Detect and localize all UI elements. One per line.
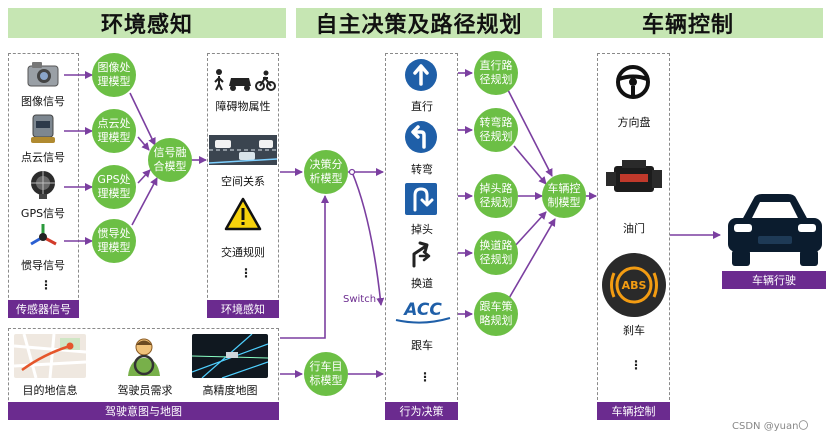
- arrow-imageproc-to-fusion: [129, 92, 156, 146]
- watermark: CSDN @yuan〇: [732, 421, 809, 432]
- node-decision-analysis: 决策分析模型: [304, 150, 348, 194]
- arrow-plan5-to-ctrl: [507, 218, 556, 301]
- node-plan-straight: 直行路径规划: [474, 51, 518, 95]
- switch-label: Switch: [343, 294, 377, 305]
- node-plan-uturn: 掉头路径规划: [474, 174, 518, 218]
- behavior-panel-label: 行为决策: [385, 402, 458, 420]
- lidar-icon: [31, 114, 55, 143]
- intent-panel-label: 驾驶意图与地图: [8, 402, 279, 420]
- acc-logo: ACC: [395, 300, 451, 324]
- arrow-plan1-to-ctrl: [507, 89, 553, 177]
- node-plan-follow: 跟车策略规划: [474, 292, 518, 336]
- header-decision: 自主决策及路径规划: [296, 8, 542, 38]
- straight-arrow-icon: [405, 59, 437, 91]
- environment-panel: [207, 53, 279, 318]
- control-more: ⋮: [630, 358, 642, 372]
- output-driving-label: 车辆行驶: [722, 271, 826, 289]
- node-image-processing: 图像处理模型: [92, 53, 136, 97]
- warning-sign-icon: [224, 197, 262, 231]
- env-more: ⋮: [240, 266, 252, 280]
- env-label-spatial: 空间关系: [221, 175, 265, 188]
- control-panel: [597, 53, 670, 420]
- switch-node: [348, 168, 356, 176]
- node-driving-target: 行车目标模型: [304, 352, 348, 396]
- node-gps-processing: GPS处理模型: [92, 165, 136, 209]
- node-plan-turn: 转弯路径规划: [474, 108, 518, 152]
- sensor-panel-label: 传感器信号: [8, 300, 79, 318]
- behavior-label-lanechange: 换道: [411, 277, 433, 290]
- control-label-throttle: 油门: [623, 222, 645, 235]
- destination-map-image: [14, 334, 86, 378]
- abs-logo-text: ABS: [622, 279, 647, 292]
- behavior-label-follow: 跟车: [411, 339, 433, 352]
- arrow-switch: [351, 171, 385, 306]
- control-label-steering: 方向盘: [617, 116, 651, 129]
- arrow-plan2-to-ctrl: [513, 145, 547, 185]
- arrow-intent-to-analysis: [280, 195, 329, 339]
- node-cloud-processing: 点云处理模型: [92, 109, 136, 153]
- control-label-brake: 刹车: [623, 324, 645, 337]
- header-env: 环境感知: [8, 8, 286, 38]
- env-label-traffic-rules: 交通规则: [221, 246, 265, 259]
- lane-change-icon: [412, 241, 431, 268]
- hd-map-image: [192, 334, 268, 378]
- abs-brake-icon: ABS: [602, 253, 666, 317]
- spatial-relation-image: [209, 135, 277, 165]
- camera-icon: [27, 62, 59, 87]
- sensor-label-cloud: 点云信号: [21, 151, 65, 164]
- environment-panel-label: 环境感知: [207, 300, 279, 318]
- sensor-more: ⋮: [40, 278, 52, 292]
- sensor-label-imu: 惯导信号: [21, 259, 65, 272]
- car-icon: [728, 194, 822, 266]
- sensor-label-gps: GPS信号: [20, 207, 66, 220]
- node-plan-lanechange: 换道路径规划: [474, 231, 518, 275]
- intent-label-destination: 目的地信息: [22, 384, 78, 397]
- node-vehicle-control: 车辆控制模型: [542, 174, 586, 218]
- steering-wheel-icon: [616, 65, 650, 99]
- env-label-obstacle: 障碍物属性: [215, 100, 271, 113]
- node-signal-fusion: 信号融合模型: [148, 138, 192, 182]
- behavior-label-uturn: 掉头: [411, 223, 433, 236]
- turn-arrow-icon: [405, 121, 437, 153]
- behavior-more: ⋮: [419, 370, 431, 384]
- engine-icon: [606, 160, 662, 192]
- acc-logo-text: ACC: [402, 300, 442, 320]
- arrow-plan4-to-ctrl: [513, 211, 547, 248]
- uturn-sign-icon: [405, 183, 437, 215]
- arrow-imuproc-to-fusion: [131, 177, 158, 226]
- sensor-label-image: 图像信号: [21, 95, 65, 108]
- behavior-label-straight: 直行: [411, 100, 433, 113]
- driver-icon: [128, 338, 160, 376]
- arrow-cloudproc-to-fusion: [137, 136, 150, 151]
- imu-icon: [30, 224, 57, 246]
- behavior-label-turn: 转弯: [411, 163, 433, 176]
- obstacle-icon: [214, 69, 276, 91]
- intent-label-driver: 驾驶员需求: [117, 384, 173, 397]
- arrow-gpsproc-to-fusion: [137, 169, 151, 184]
- intent-label-hdmap: 高精度地图: [202, 384, 258, 397]
- header-control: 车辆控制: [553, 8, 823, 38]
- control-panel-label: 车辆控制: [597, 402, 670, 420]
- gps-icon: [31, 171, 55, 199]
- node-imu-processing: 惯导处理模型: [92, 219, 136, 263]
